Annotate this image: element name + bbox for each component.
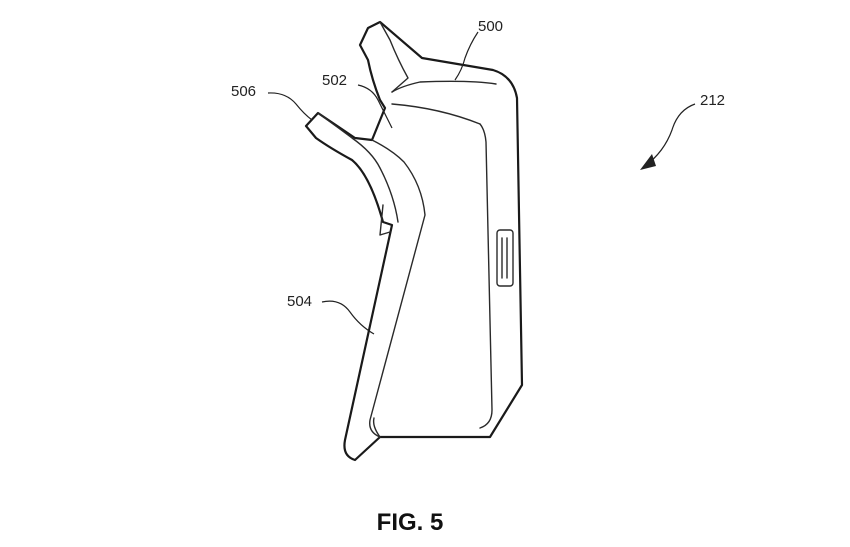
front-rail-inner-edge <box>317 112 399 223</box>
ref-label-500: 500 <box>478 18 503 35</box>
ref-label-502: 502 <box>322 72 347 89</box>
leader-502 <box>357 84 393 129</box>
arrowhead-212 <box>640 154 656 170</box>
figure-caption: FIG. 5 <box>377 509 444 536</box>
upper-band-edge <box>391 80 497 93</box>
side-step-edge <box>379 204 391 236</box>
top-tab-inner-edge <box>379 21 409 93</box>
foot-edge <box>372 417 381 438</box>
ref-label-212: 212 <box>700 92 725 109</box>
shoulder-curve <box>369 139 426 438</box>
side-slot <box>496 229 514 287</box>
ref-label-506: 506 <box>231 83 256 100</box>
leader-212 <box>644 103 696 167</box>
leader-500 <box>454 31 479 81</box>
leader-506 <box>267 92 313 121</box>
side-slot-ridge <box>501 237 508 279</box>
ref-label-504: 504 <box>287 293 312 310</box>
device-outer-outline <box>304 20 524 462</box>
body-panel-right-edge <box>479 123 493 429</box>
leader-504 <box>321 300 375 335</box>
body-panel-top-edge <box>391 103 481 125</box>
